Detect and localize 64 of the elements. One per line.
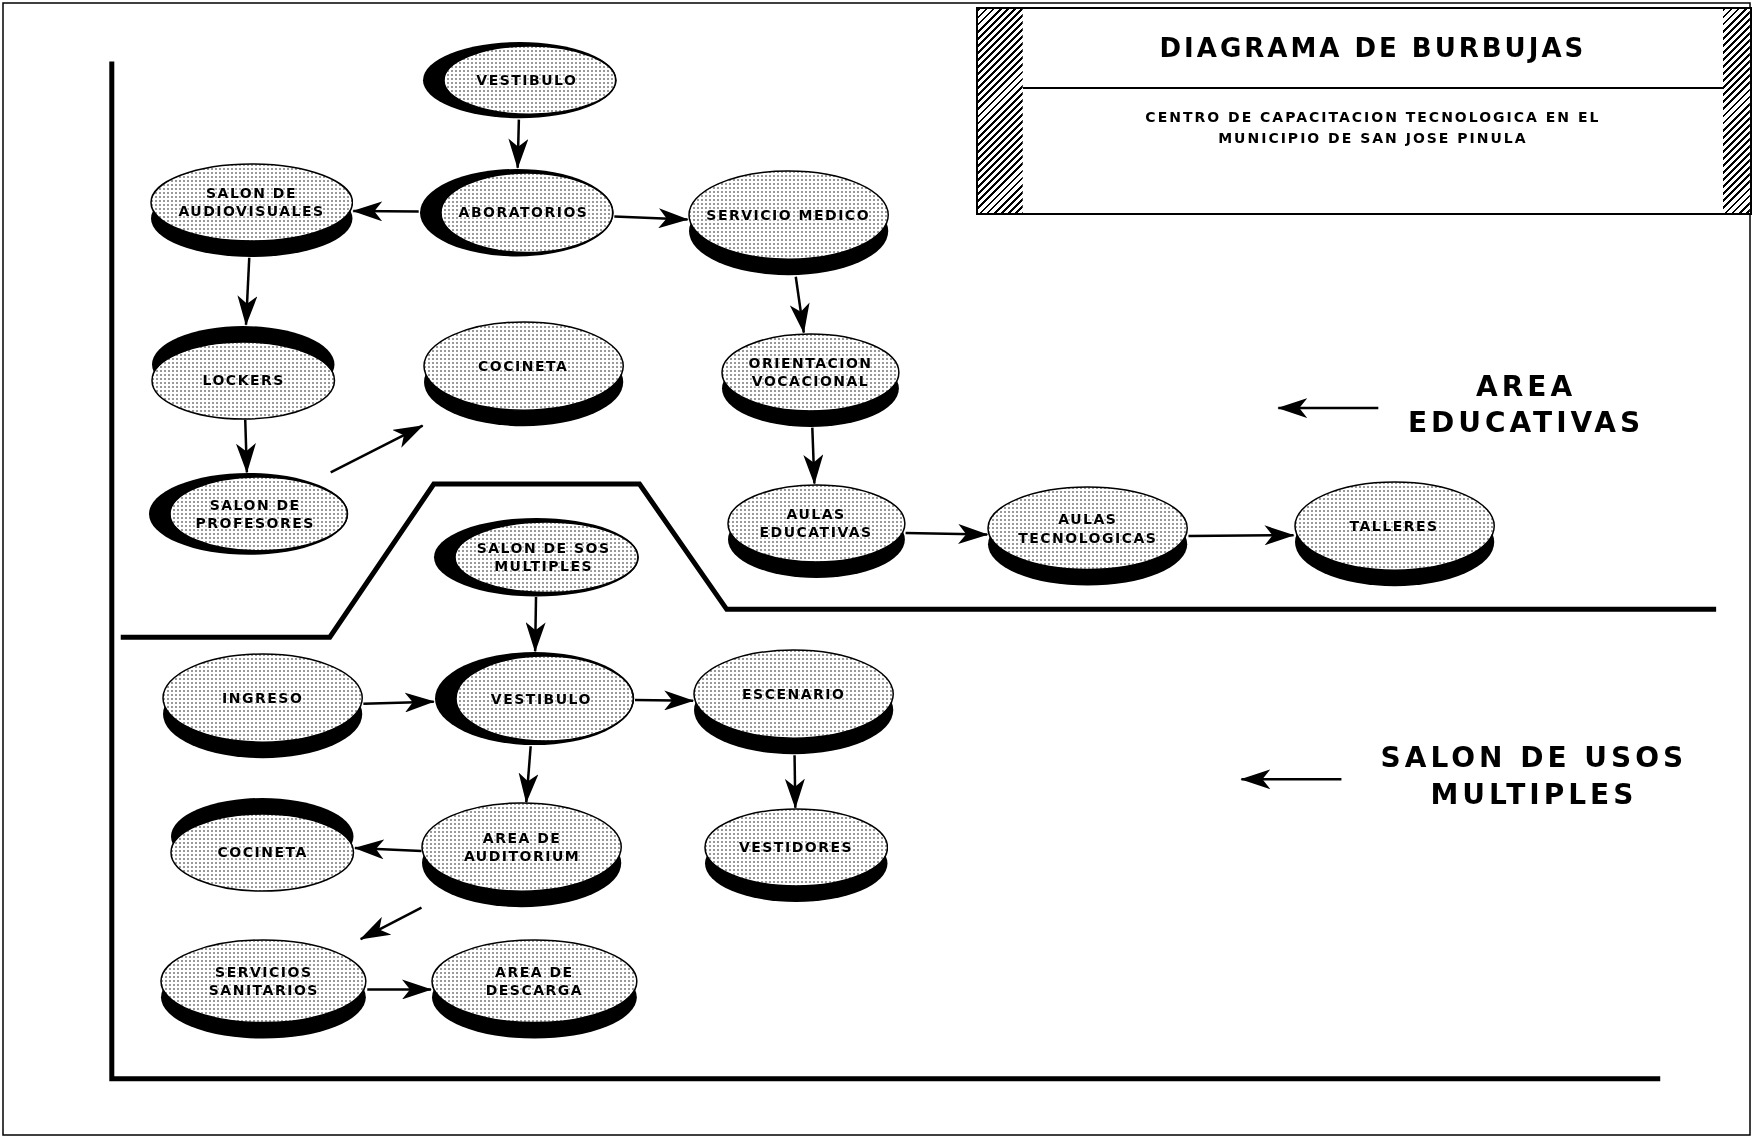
bubble-label: SALON DE AUDIOVISUALES <box>177 183 326 221</box>
bubble-label: SALON DE SOS MULTIPLES <box>475 538 612 575</box>
arrow <box>330 424 424 474</box>
bubble <box>726 483 906 579</box>
bubble <box>721 332 900 428</box>
bubble-label: AULAS EDUCATIVAS <box>758 504 874 542</box>
bubble <box>431 939 638 1040</box>
bubble-label: SERVICIOS SANITARIOS <box>207 963 320 1000</box>
bubble <box>987 486 1189 587</box>
bubble <box>160 939 368 1040</box>
subtitle: CENTRO DE CAPACITACION TECNOLOGICA EN EL MUNICIPIO DE SAN JOSE PINULA <box>1144 107 1602 148</box>
bubble-label: TALLERES <box>1349 517 1439 536</box>
arrow <box>803 427 824 485</box>
arrow <box>789 276 810 334</box>
bubble-label: ESCENARIO <box>742 685 846 704</box>
bubble <box>162 653 364 760</box>
bubble-label: VESTIBULO <box>490 689 592 708</box>
bubble-label: COCINETA <box>478 357 569 376</box>
bubble-label: LOCKERS <box>202 371 285 390</box>
title: DIAGRAMA DE BURBUJAS <box>1022 8 1724 89</box>
bubble-label: AULAS TECNOLOGICAS <box>1017 510 1159 547</box>
bubble <box>418 167 615 258</box>
bubble <box>687 170 889 277</box>
bubble <box>421 802 623 909</box>
bubble-label: SERVICIO MEDICO <box>706 206 871 225</box>
arrow <box>905 524 989 544</box>
arrow <box>1277 398 1379 419</box>
bubble-label: ORIENTACION VOCACIONAL <box>747 353 874 391</box>
bubble <box>151 324 336 420</box>
bubble <box>422 321 624 428</box>
arrow <box>367 979 432 1000</box>
bubble-label: VESTIBULO <box>476 71 578 90</box>
arrow <box>525 597 546 653</box>
arrow <box>784 755 805 809</box>
bubble <box>170 796 355 892</box>
arrow <box>353 839 422 860</box>
bubble <box>433 516 641 597</box>
bubble <box>1293 481 1495 588</box>
zone-label: SALON DE USOS MULTIPLES <box>1349 740 1719 819</box>
arrow <box>235 419 256 474</box>
bubble-label: SALON DE PROFESORES <box>194 496 316 533</box>
bubble-label: COCINETA <box>217 842 308 862</box>
arrow <box>518 746 539 804</box>
zone-label: AREA EDUCATIVAS <box>1386 368 1666 448</box>
bubble-label: ABORATORIOS <box>458 203 589 222</box>
bubble-label: AREA DE AUDITORIUM <box>462 829 582 866</box>
bubble <box>703 807 889 903</box>
bubble <box>422 41 618 120</box>
arrow <box>363 692 435 713</box>
bubble <box>147 472 349 557</box>
bubble-label: VESTIDORES <box>738 838 854 857</box>
arrow <box>1240 769 1342 790</box>
arrow <box>359 906 423 941</box>
arrow <box>614 208 689 229</box>
bubble <box>433 651 635 747</box>
arrow <box>352 201 419 222</box>
bubble-label: AREA DE DESCARGA <box>484 963 585 1000</box>
bubble-label: INGRESO <box>222 689 304 708</box>
arrow <box>237 257 258 326</box>
arrow <box>1188 525 1295 546</box>
bubble <box>693 649 895 756</box>
bubble <box>149 162 354 258</box>
arrow <box>635 690 695 711</box>
arrow <box>508 119 529 169</box>
